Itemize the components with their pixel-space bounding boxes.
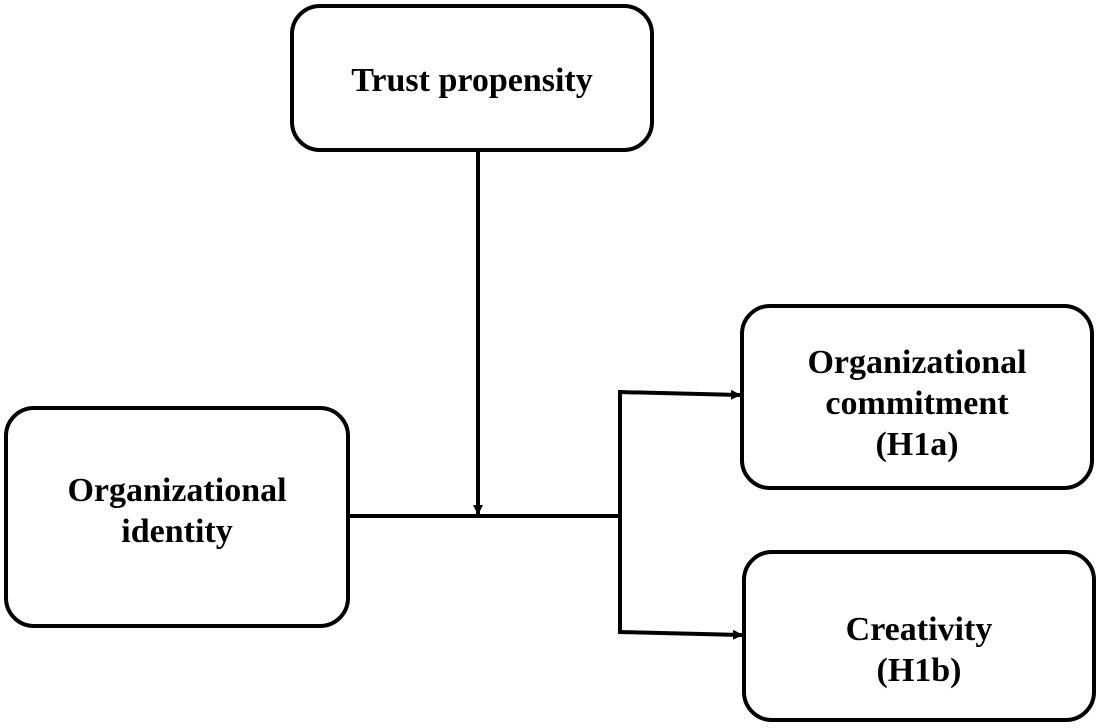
identity-label-line-2: identity <box>121 513 233 550</box>
creativity-hypothesis-label: (H1b) <box>876 652 962 689</box>
trust-propensity-box: Trust propensity <box>290 4 654 152</box>
commitment-label-line-2: commitment <box>825 384 1009 422</box>
creativity-box: Creativity (H1b) <box>742 550 1096 722</box>
identity-label-line-1: Organizational <box>67 472 287 509</box>
trust-propensity-label: Trust propensity <box>351 61 593 99</box>
commitment-label-line-1: Organizational <box>807 343 1027 381</box>
commitment-hypothesis-label: (H1a) <box>875 425 959 463</box>
creativity-label: Creativity <box>845 611 993 648</box>
arrow-to-creativity <box>617 629 743 640</box>
arrow-to-commitment <box>617 389 741 400</box>
organizational-commitment-box: Organizational commitment (H1a) <box>740 304 1094 490</box>
organizational-identity-box: Organizational identity <box>4 406 350 628</box>
